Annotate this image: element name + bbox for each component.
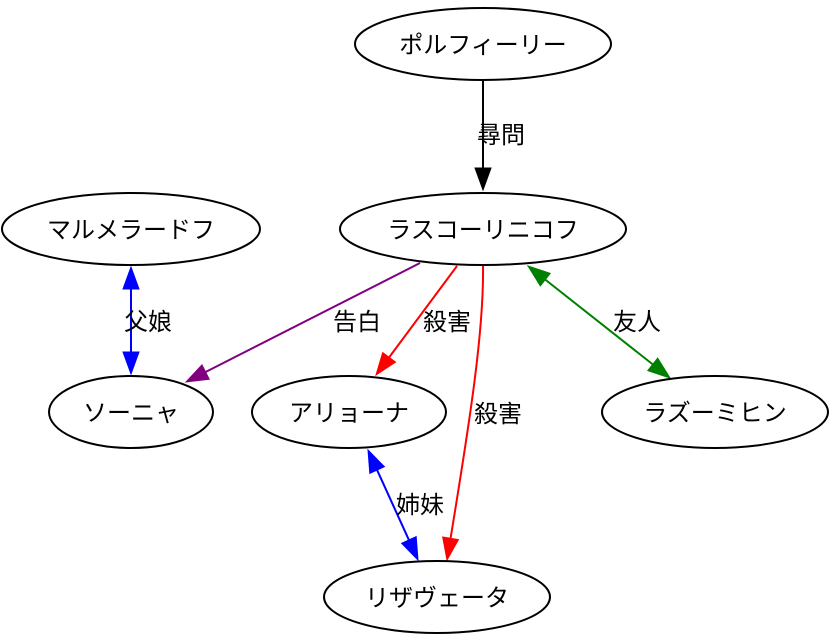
- arrowhead-icon: [400, 535, 419, 562]
- node-label: ラスコーリニコフ: [387, 216, 579, 244]
- arrowhead-icon: [375, 351, 397, 377]
- node-label: ポルフィーリー: [399, 31, 567, 59]
- arrowhead-icon: [442, 536, 460, 562]
- edge-label: 殺害: [474, 400, 522, 428]
- node-sonya[interactable]: ソーニャ: [48, 375, 214, 449]
- arrowhead-icon: [367, 448, 386, 475]
- edge-label: 友人: [613, 308, 661, 336]
- node-lizaveta[interactable]: リザヴェータ: [323, 560, 551, 634]
- node-alyona[interactable]: アリョーナ: [251, 375, 447, 449]
- node-marmeladov[interactable]: マルメラードフ: [1, 192, 261, 266]
- node-porfiry[interactable]: ポルフィーリー: [354, 7, 612, 81]
- node-label: ラズーミヒン: [643, 399, 787, 427]
- edge-label: 告白: [333, 308, 381, 336]
- node-ellipse: [354, 7, 612, 81]
- edge-marmeladov-sonya[interactable]: 父娘: [122, 265, 172, 376]
- edge-raskolnikov-lizaveta[interactable]: 殺害: [442, 265, 522, 562]
- edge-label: 父娘: [124, 308, 172, 336]
- node-razumikhin[interactable]: ラズーミヒン: [601, 375, 829, 449]
- arrowhead-icon: [646, 357, 672, 379]
- edge-line: [544, 278, 654, 366]
- node-ellipse: [1, 192, 261, 266]
- edge-label: 姉妹: [396, 491, 444, 519]
- edge-label: 殺害: [423, 308, 471, 336]
- edge-raskolnikov-sonya[interactable]: 告白: [184, 262, 421, 383]
- node-ellipse: [48, 375, 214, 449]
- node-label: リザヴェータ: [365, 584, 509, 612]
- edge-line: [205, 262, 421, 373]
- edge-alyona-lizaveta[interactable]: 姉妹: [367, 448, 444, 562]
- node-ellipse: [251, 375, 447, 449]
- edge-line: [376, 469, 410, 541]
- node-label: ソーニャ: [83, 399, 179, 427]
- node-raskolnikov[interactable]: ラスコーリニコフ: [339, 192, 627, 266]
- edge-line: [449, 265, 485, 539]
- arrowhead-icon: [474, 167, 492, 192]
- node-label: マルメラードフ: [47, 216, 215, 244]
- arrowhead-icon: [122, 265, 140, 290]
- edge-porfiry-raskolnikov[interactable]: 尋問: [474, 81, 525, 192]
- edge-label: 尋問: [477, 121, 525, 149]
- edges-layer: 尋問父娘告白殺害殺害友人姉妹: [122, 81, 672, 562]
- node-ellipse: [323, 560, 551, 634]
- arrowhead-icon: [184, 364, 211, 383]
- node-label: アリョーナ: [289, 399, 409, 427]
- arrowhead-icon: [526, 265, 552, 287]
- edge-line: [388, 265, 458, 358]
- arrowhead-icon: [122, 351, 140, 376]
- node-ellipse: [601, 375, 829, 449]
- edge-raskolnikov-razumikhin[interactable]: 友人: [526, 265, 672, 379]
- edge-raskolnikov-alyona[interactable]: 殺害: [375, 265, 471, 377]
- node-ellipse: [339, 192, 627, 266]
